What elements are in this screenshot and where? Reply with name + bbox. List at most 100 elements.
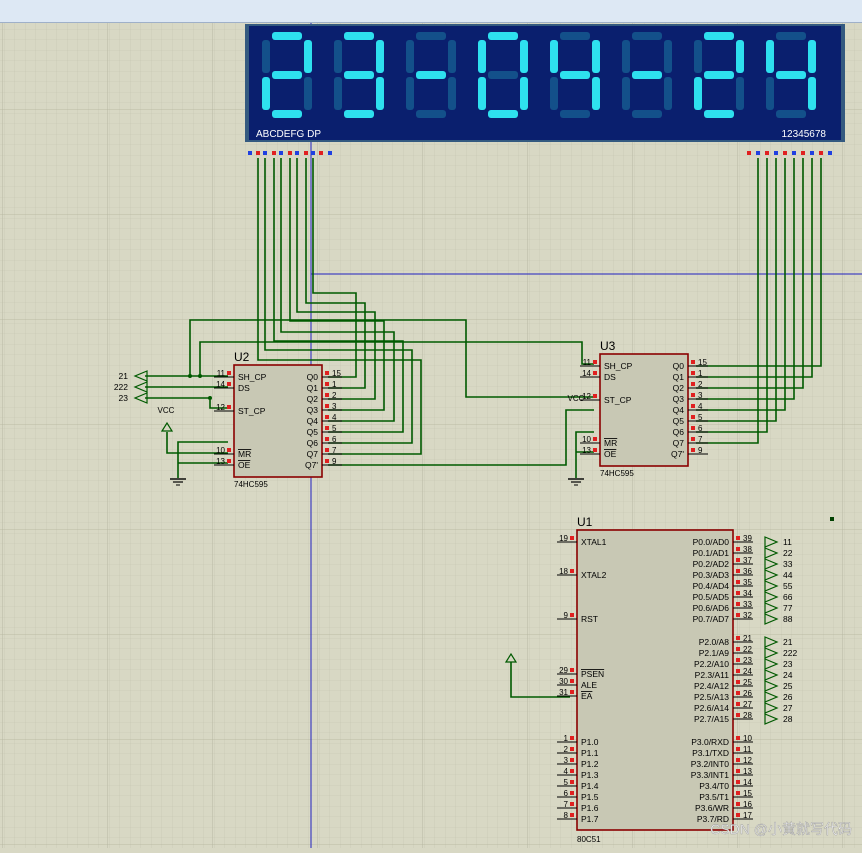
- display-pin: [295, 151, 299, 155]
- u1-pin-name: XTAL2: [581, 570, 607, 580]
- u1-pin-marker: [736, 569, 740, 573]
- wire: [696, 158, 768, 433]
- u1-pin-name: P2.4/A12: [694, 681, 729, 691]
- u2-pin-marker: [325, 393, 329, 397]
- segment-d: [416, 110, 446, 118]
- segment-c: [664, 77, 672, 110]
- net-terminal: [764, 669, 779, 681]
- u2-pin-num: 7: [332, 446, 337, 455]
- segment-c: [736, 77, 744, 110]
- segment-c: [592, 77, 600, 110]
- u3-pin-name: Q3: [673, 394, 685, 404]
- u1-pin-name: P2.0/A8: [699, 637, 730, 647]
- u1-pin-name: RST: [581, 614, 598, 624]
- u1-pin-marker: [570, 679, 574, 683]
- display-pin: [263, 151, 267, 155]
- u3-pin-marker: [593, 437, 597, 441]
- u3-pin-num: 9: [698, 446, 703, 455]
- net-terminal: [764, 691, 779, 703]
- net-terminal: [764, 569, 779, 581]
- u3-pin-num: 13: [582, 446, 591, 455]
- u1-pin-marker: [736, 647, 740, 651]
- display-pin: [774, 151, 778, 155]
- u2-pin-num: 5: [332, 424, 337, 433]
- u2-pin-name: Q0: [307, 372, 319, 382]
- junction-dot: [208, 396, 212, 400]
- u3-pin-marker: [593, 394, 597, 398]
- u1-pin-marker: [736, 636, 740, 640]
- segment-e: [766, 77, 774, 110]
- u1-pin-name: ALE: [581, 680, 597, 690]
- wire: [312, 158, 357, 378]
- segment-g: [632, 71, 662, 79]
- u3-pin-num: 10: [582, 435, 591, 444]
- u1-body: [576, 529, 734, 831]
- u1-pin-marker: [570, 758, 574, 762]
- segment-g: [272, 71, 302, 79]
- u1-pin-name: EA: [581, 691, 593, 701]
- u1-pin-marker: [736, 558, 740, 562]
- u1-pin-marker: [570, 747, 574, 751]
- u1-pin-name: P0.5/AD5: [693, 592, 730, 602]
- u1-ref: U1: [577, 515, 593, 529]
- u3-pin-num: 4: [698, 402, 703, 411]
- segment-e: [694, 77, 702, 110]
- u1-pin-marker: [736, 591, 740, 595]
- segment-a: [344, 32, 374, 40]
- window-titlebar: [0, 0, 862, 22]
- wire: [273, 158, 404, 433]
- u1-net-label: 77: [783, 603, 793, 613]
- u3-pin-name: Q6: [673, 427, 685, 437]
- u1-pin-marker: [736, 680, 740, 684]
- segment-a: [272, 32, 302, 40]
- u1-net-label: 55: [783, 581, 793, 591]
- u1-pin-name: P1.2: [581, 759, 599, 769]
- u1-pin-num: 38: [743, 545, 752, 554]
- u3-pin-num: 14: [582, 369, 591, 378]
- u3-pin-marker: [691, 415, 695, 419]
- u1-pin-name: P1.0: [581, 737, 599, 747]
- u2-pin-name: MR: [238, 449, 251, 459]
- u3-pin-marker: [691, 360, 695, 364]
- display-pin: [765, 151, 769, 155]
- u2-pin-name: Q1: [307, 383, 319, 393]
- u2-pin-num: 11: [217, 369, 226, 378]
- display-pin: [819, 151, 823, 155]
- digit-8: [766, 32, 816, 118]
- net-terminal: [764, 547, 779, 559]
- u1-pin-name: P0.4/AD4: [693, 581, 730, 591]
- u2-pin-name: SH_CP: [238, 372, 267, 382]
- u3-pin-marker: [691, 393, 695, 397]
- u3-pin-name: SH_CP: [604, 361, 633, 371]
- net-terminal: [764, 658, 779, 670]
- wire: [305, 158, 366, 389]
- u1-pin-num: 30: [559, 677, 568, 686]
- u2-pin-name: Q7: [307, 449, 319, 459]
- u1-pin-num: 34: [743, 589, 752, 598]
- u1-pin-name: P1.7: [581, 814, 599, 824]
- input-terminal-label: 23: [119, 393, 129, 403]
- segment-e: [550, 77, 558, 110]
- u1-pin-name: P2.6/A14: [694, 703, 729, 713]
- display-pin: [756, 151, 760, 155]
- segment-e: [478, 77, 486, 110]
- segment-d: [704, 110, 734, 118]
- u1-pin-name: P0.1/AD1: [693, 548, 730, 558]
- u2-pin-name: OE: [238, 460, 251, 470]
- segment-label: ABCDEFG DP: [256, 129, 321, 140]
- u1-pin-num: 27: [743, 700, 752, 709]
- net-terminal: [764, 591, 779, 603]
- u1-pin-name: P0.6/AD6: [693, 603, 730, 613]
- segment-f: [694, 40, 702, 73]
- u2-pin-num: 13: [216, 457, 225, 466]
- u1-pin-name: P3.2/INT0: [691, 759, 730, 769]
- u1-pin-marker: [570, 569, 574, 573]
- input-terminal: [133, 381, 148, 393]
- segment-g: [344, 71, 374, 79]
